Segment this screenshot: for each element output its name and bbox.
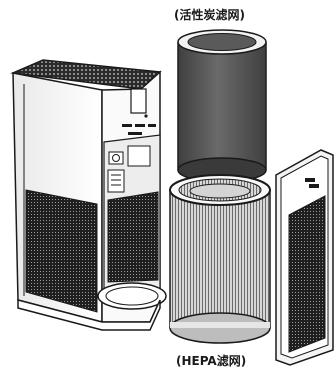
hepa-filter-label: (HEPA滤网): [176, 355, 246, 367]
carbon-filter-label: (活性炭滤网): [174, 9, 245, 21]
hepa-filter: [170, 175, 270, 343]
purifier-housing: [13, 60, 166, 330]
display-screen: [131, 89, 146, 113]
front-cover-grille: [289, 196, 325, 352]
housing-side-grille: [26, 190, 97, 312]
activated-carbon-filter: [178, 30, 266, 182]
front-cover-panel: [276, 150, 333, 365]
